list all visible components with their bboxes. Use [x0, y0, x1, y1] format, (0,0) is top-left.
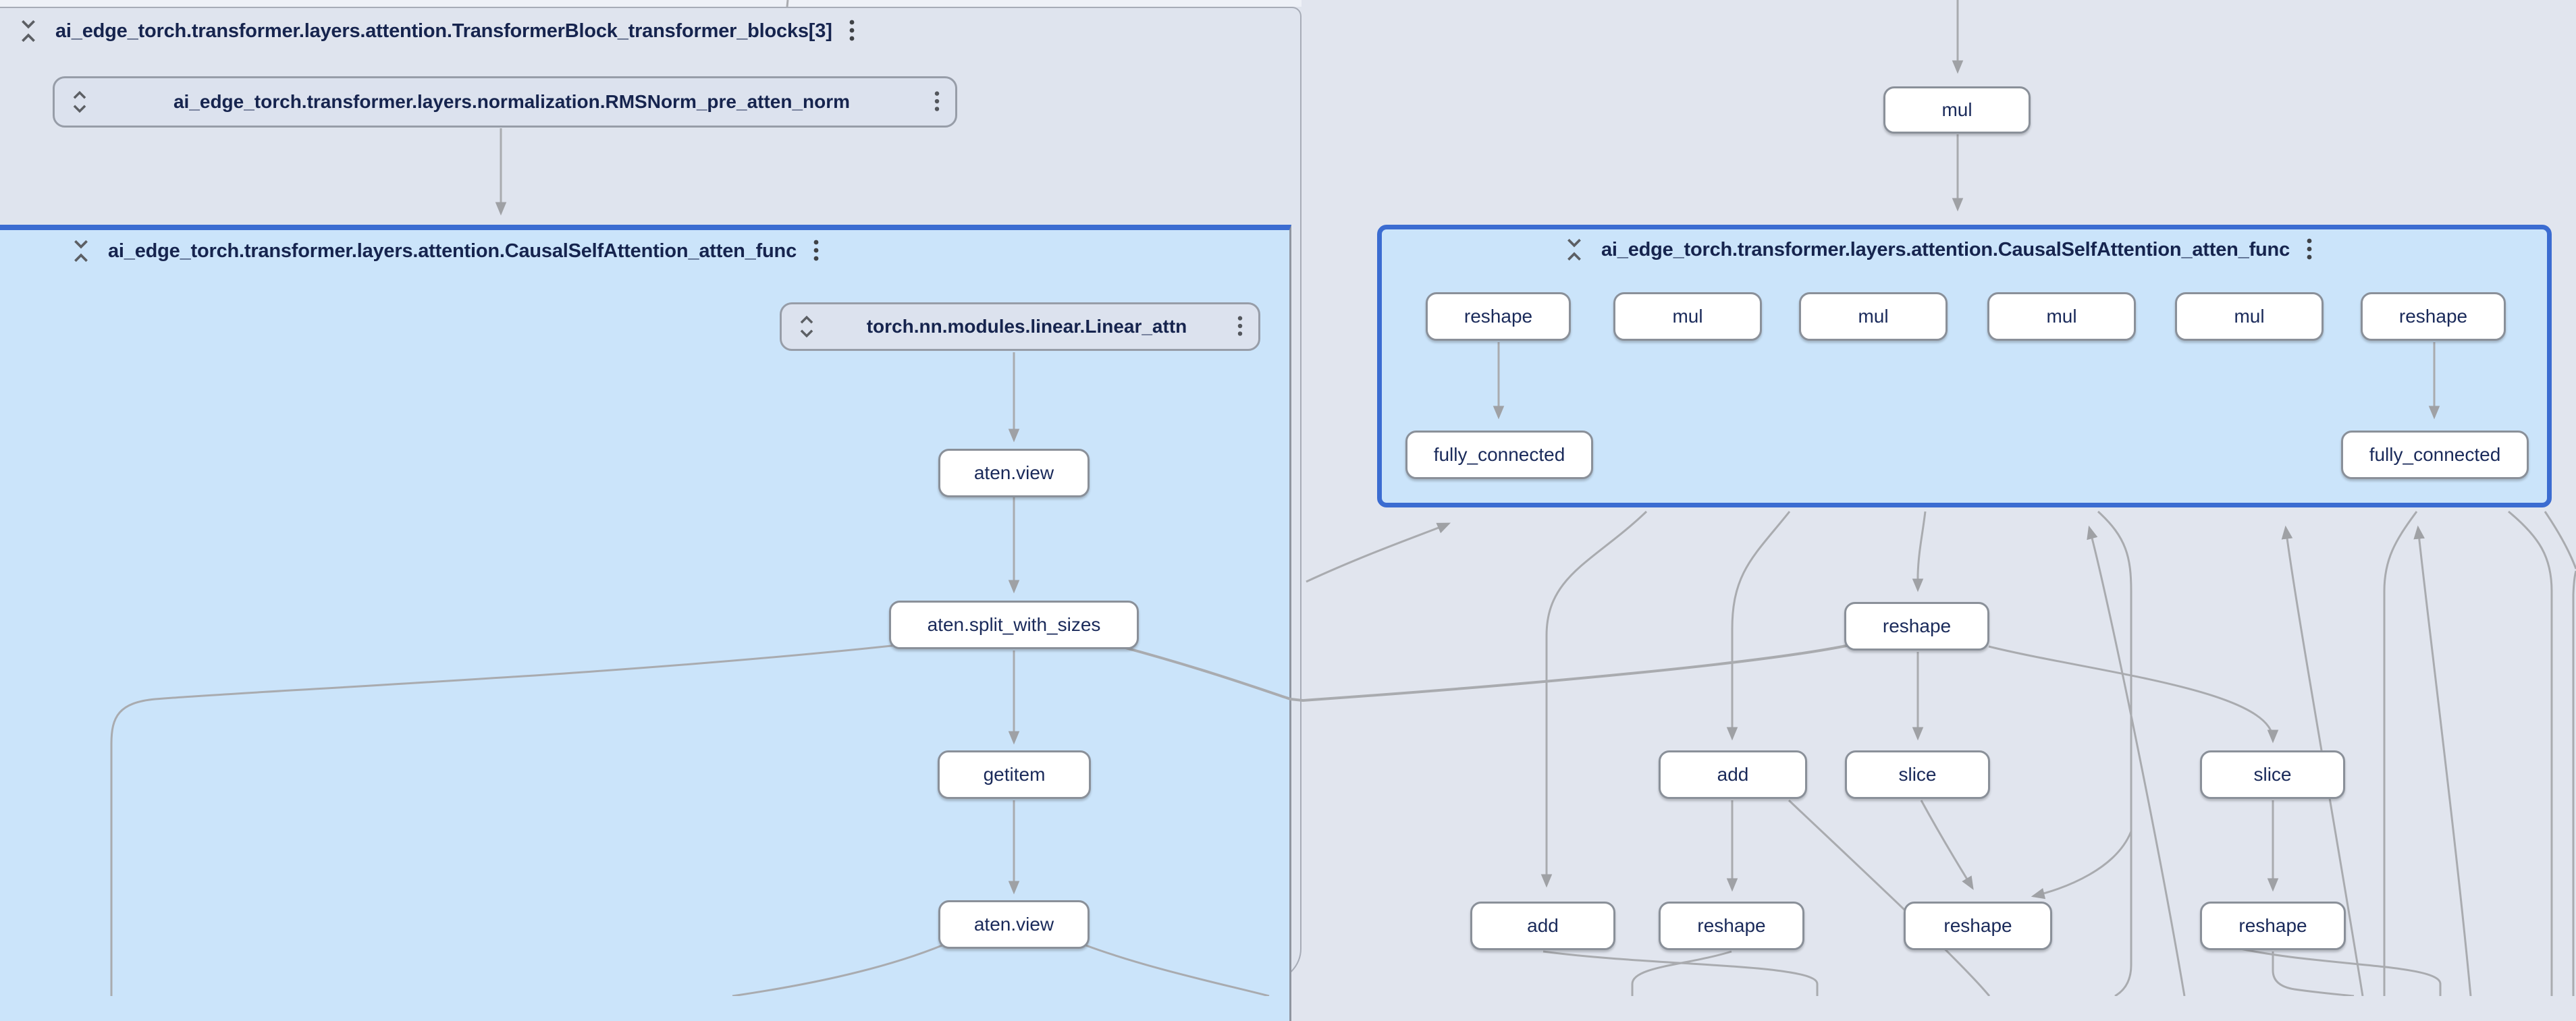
more-options-icon[interactable]: [849, 18, 855, 45]
linear-attn-label: torch.nn.modules.linear.Linear_attn: [866, 316, 1187, 337]
op-node-aten-view-1[interactable]: aten.view: [938, 449, 1090, 497]
op-node-reshape-bottom-1[interactable]: reshape: [1659, 902, 1804, 950]
collapse-icon[interactable]: [1563, 236, 1585, 263]
op-label: mul: [1672, 306, 1703, 327]
op-label: add: [1527, 915, 1559, 936]
op-node-mul-2[interactable]: mul: [1799, 292, 1948, 341]
op-label: reshape: [1943, 915, 2012, 936]
op-node-aten-split-with-sizes[interactable]: aten.split_with_sizes: [889, 601, 1139, 649]
op-node-reshape-bottom-3[interactable]: reshape: [2200, 902, 2346, 950]
attention-group-title-left: ai_edge_torch.transformer.layers.attenti…: [108, 240, 797, 262]
more-options-icon[interactable]: [813, 238, 820, 265]
op-label: getitem: [983, 764, 1046, 785]
op-node-add-mid[interactable]: add: [1659, 750, 1807, 799]
collapse-icon[interactable]: [18, 18, 39, 45]
op-label: reshape: [1882, 615, 1952, 636]
op-node-aten-view-2[interactable]: aten.view: [938, 900, 1090, 949]
op-node-reshape-mid[interactable]: reshape: [1844, 602, 1989, 651]
op-node-mul-1[interactable]: mul: [1613, 292, 1762, 341]
expand-icon[interactable]: [70, 89, 90, 115]
op-node-reshape-row1-right[interactable]: reshape: [2361, 292, 2506, 341]
op-node-reshape-row1-left[interactable]: reshape: [1426, 292, 1571, 341]
op-label: reshape: [2398, 306, 2468, 327]
op-label: fully_connected: [2369, 444, 2501, 465]
layer-node-rmsnorm[interactable]: ai_edge_torch.transformer.layers.normali…: [53, 76, 957, 128]
op-node-slice-right[interactable]: slice: [2200, 750, 2345, 799]
op-node-mul-top[interactable]: mul: [1883, 86, 2031, 134]
op-node-mul-3[interactable]: mul: [1987, 292, 2136, 341]
more-options-icon[interactable]: [2306, 236, 2313, 263]
op-label: fully_connected: [1433, 444, 1565, 465]
attention-group-header-right[interactable]: ai_edge_torch.transformer.layers.attenti…: [1563, 236, 2313, 263]
op-node-fully-connected-left[interactable]: fully_connected: [1405, 431, 1593, 479]
more-options-icon[interactable]: [934, 89, 940, 115]
transformer-block-header[interactable]: ai_edge_torch.transformer.layers.attenti…: [18, 18, 855, 45]
op-label: mul: [1941, 99, 1973, 120]
op-label: mul: [2234, 306, 2265, 327]
op-label: aten.split_with_sizes: [927, 614, 1101, 635]
expand-icon[interactable]: [797, 314, 817, 339]
op-node-fully-connected-right[interactable]: fully_connected: [2341, 431, 2529, 479]
op-label: aten.view: [973, 914, 1054, 935]
op-label: mul: [1858, 306, 1889, 327]
op-label: aten.view: [973, 462, 1054, 483]
op-node-slice-left[interactable]: slice: [1845, 750, 1990, 799]
op-node-reshape-bottom-2[interactable]: reshape: [1904, 902, 2052, 950]
op-node-getitem[interactable]: getitem: [938, 750, 1091, 799]
canvas-background: [0, 0, 1302, 7]
op-label: reshape: [1697, 915, 1766, 936]
op-node-mul-4[interactable]: mul: [2175, 292, 2324, 341]
layer-node-linear-attn[interactable]: torch.nn.modules.linear.Linear_attn: [780, 302, 1260, 351]
attention-group-header-left[interactable]: ai_edge_torch.transformer.layers.attenti…: [70, 238, 820, 265]
op-label: mul: [2046, 306, 2077, 327]
more-options-icon[interactable]: [1237, 314, 1243, 339]
op-label: reshape: [1464, 306, 1533, 327]
op-label: slice: [1898, 764, 1937, 785]
transformer-block-title: ai_edge_torch.transformer.layers.attenti…: [55, 20, 832, 42]
op-node-add-bottom[interactable]: add: [1470, 902, 1615, 950]
attention-group-title-right: ai_edge_torch.transformer.layers.attenti…: [1601, 238, 2290, 260]
op-label: slice: [2253, 764, 2292, 785]
collapse-icon[interactable]: [70, 238, 92, 265]
op-label: reshape: [2238, 915, 2307, 936]
op-label: add: [1717, 764, 1749, 785]
rmsnorm-label: ai_edge_torch.transformer.layers.normali…: [173, 91, 851, 112]
